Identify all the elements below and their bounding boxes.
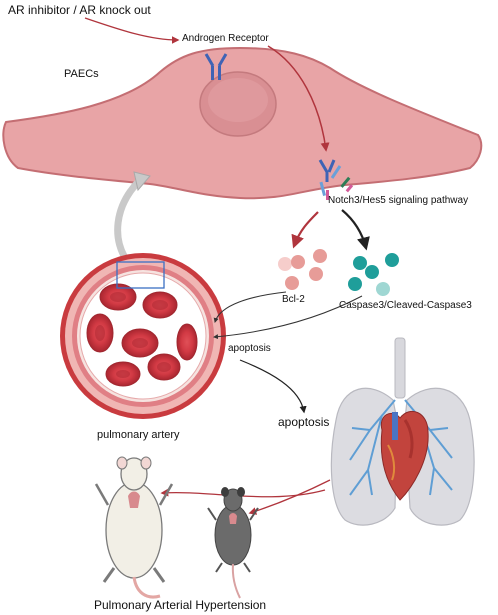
pah-label: Pulmonary Arterial Hypertension	[94, 598, 267, 612]
notch-receptor-icon	[318, 159, 354, 200]
receptor-arrow	[267, 45, 330, 152]
paec-cell	[2, 46, 483, 200]
caspase-label: Caspase3/Cleaved-Caspase3	[339, 300, 472, 311]
caspase-to-artery-arrow	[213, 295, 363, 340]
rat-icon	[94, 456, 174, 599]
paecs-label: PAECs	[64, 68, 99, 80]
androgen-receptor-label: Androgen Receptor	[182, 33, 269, 44]
bcl2-arrow	[291, 211, 319, 249]
mouse-icon	[207, 487, 259, 599]
bcl2-cluster	[278, 249, 327, 290]
trigger-arrow	[84, 17, 180, 44]
apoptosis-arrow	[239, 359, 307, 414]
caspase-cluster	[348, 253, 399, 296]
pathway-label: Notch3/Hes5 signaling pathway	[328, 195, 469, 206]
apoptosis-small-label: apoptosis	[228, 343, 271, 354]
pulmonary-artery-icon	[60, 253, 226, 419]
bcl2-to-artery-arrow	[213, 291, 287, 323]
zoom-box	[116, 261, 165, 289]
androgen-receptor-icon	[204, 53, 228, 80]
pulmonary-artery-label: pulmonary artery	[97, 429, 180, 441]
caspase-arrow	[341, 209, 370, 251]
zoom-arrow	[114, 177, 143, 268]
apoptosis-label: apoptosis	[278, 415, 330, 429]
trigger-label: AR inhibitor / AR knock out	[8, 3, 151, 17]
bcl2-label: Bcl-2	[282, 294, 305, 305]
lungs-heart-icon	[330, 337, 475, 526]
